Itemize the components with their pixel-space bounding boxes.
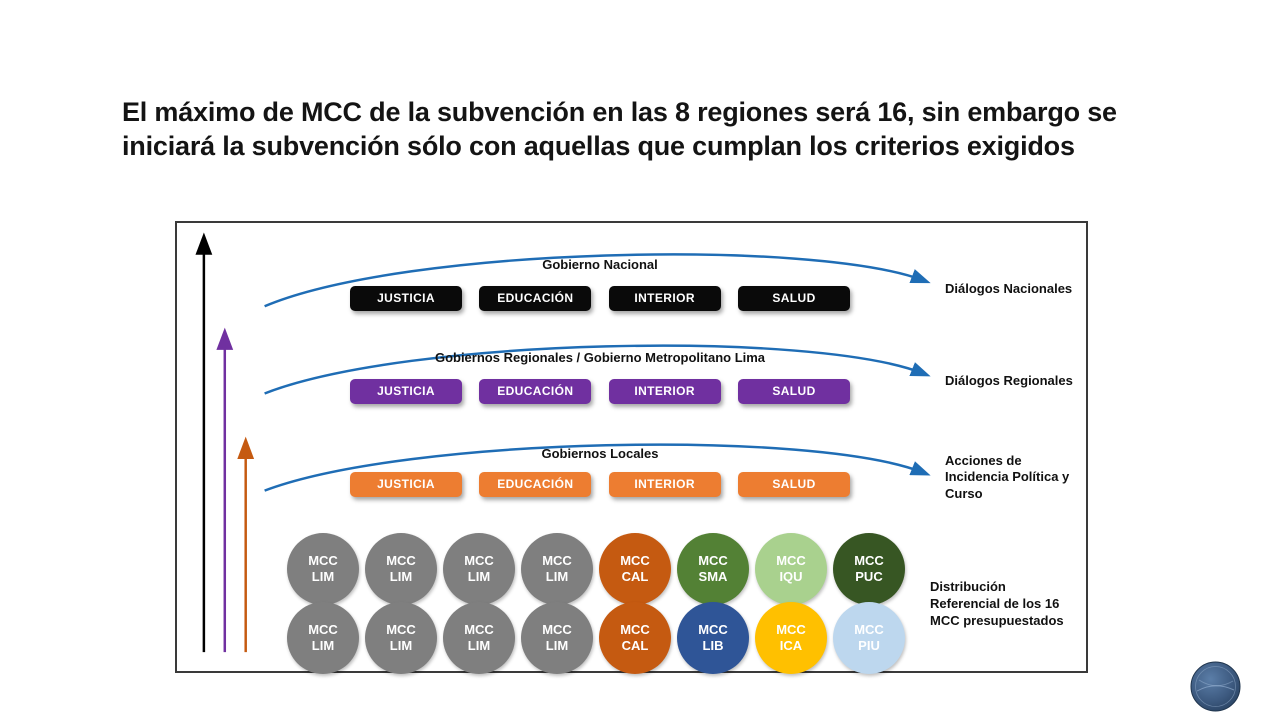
mcc-code: LIM	[389, 638, 413, 653]
mcc-label: MCC	[776, 621, 806, 637]
mcc-circle-lim-3: MCC LIM	[443, 533, 515, 605]
level-title-regional: Gobiernos Regionales / Gobierno Metropol…	[434, 350, 766, 365]
mcc-label: MCC	[542, 552, 572, 568]
mcc-code: LIM	[467, 638, 491, 653]
gov-box-educacion-regional: EDUCACIÓN	[479, 379, 592, 404]
mcc-circle-sma: MCC SMA	[677, 533, 749, 605]
mcc-label: MCC	[698, 552, 728, 568]
mcc-label: MCC	[308, 552, 338, 568]
mcc-label: MCC	[776, 552, 806, 568]
mcc-code: LIM	[545, 569, 569, 584]
mcc-label: MCC	[620, 621, 650, 637]
mcc-circle-lim-2: MCC LIM	[365, 533, 437, 605]
box-row-local: JUSTICIA EDUCACIÓN INTERIOR SALUD	[350, 472, 850, 497]
gov-box-salud-local: SALUD	[737, 472, 850, 497]
mcc-circle-lim-1: MCC LIM	[287, 533, 359, 605]
mcc-circle-lim-7: MCC LIM	[443, 602, 515, 674]
mcc-code: LIM	[389, 569, 413, 584]
diagram-panel: Gobierno Nacional JUSTICIA EDUCACIÓN INT…	[175, 221, 1088, 674]
mcc-code: LIM	[311, 569, 335, 584]
mcc-code: ICA	[779, 638, 803, 653]
box-row-regional: JUSTICIA EDUCACIÓN INTERIOR SALUD	[350, 379, 850, 404]
mcc-circle-iqu: MCC IQU	[755, 533, 827, 605]
distribution-label: Distribución Referencial de los 16 MCC p…	[930, 579, 1064, 628]
mcc-code: LIB	[702, 638, 724, 653]
mcc-code: LIM	[311, 638, 335, 653]
gov-box-educacion-local: EDUCACIÓN	[479, 472, 592, 497]
mcc-circle-lim-8: MCC LIM	[521, 602, 593, 674]
mcc-row-2: MCC LIM MCC LIM MCC LIM MCC LIM MCC CAL …	[287, 602, 905, 674]
mcc-label: MCC	[854, 552, 884, 568]
gov-box-interior-regional: INTERIOR	[608, 379, 721, 404]
mcc-code: CAL	[621, 569, 649, 584]
level-title-nacional: Gobierno Nacional	[542, 257, 658, 272]
gov-box-salud-nacional: SALUD	[737, 286, 850, 311]
box-row-nacional: JUSTICIA EDUCACIÓN INTERIOR SALUD	[350, 286, 850, 311]
gov-box-justicia-nacional: JUSTICIA	[350, 286, 462, 311]
mcc-code: CAL	[621, 638, 649, 653]
mcc-code: SMA	[698, 569, 728, 584]
side-label-dialogos-nacionales: Diálogos Nacionales	[945, 281, 1073, 296]
mcc-label: MCC	[464, 552, 494, 568]
level-title-local: Gobiernos Locales	[541, 446, 659, 461]
mcc-code: LIM	[545, 638, 569, 653]
mcc-circle-cal-2: MCC CAL	[599, 602, 671, 674]
mcc-circle-piu: MCC PIU	[833, 602, 905, 674]
mcc-circle-ica: MCC ICA	[755, 602, 827, 674]
mcc-circle-lim-5: MCC LIM	[287, 602, 359, 674]
mcc-label: MCC	[464, 621, 494, 637]
mcc-label: MCC	[854, 621, 884, 637]
side-label-dialogos-regionales: Diálogos Regionales	[945, 373, 1073, 388]
slide-title: El máximo de MCC de la subvención en las…	[122, 97, 1117, 161]
mcc-label: MCC	[698, 621, 728, 637]
gov-box-salud-regional: SALUD	[737, 379, 850, 404]
mcc-code: LIM	[467, 569, 491, 584]
globe-logo-icon	[1190, 661, 1241, 712]
mcc-code: PUC	[855, 569, 883, 584]
mcc-label: MCC	[542, 621, 572, 637]
gov-box-educacion-nacional: EDUCACIÓN	[479, 286, 592, 311]
gov-box-interior-nacional: INTERIOR	[608, 286, 721, 311]
mcc-circle-lib: MCC LIB	[677, 602, 749, 674]
gov-box-interior-local: INTERIOR	[608, 472, 721, 497]
mcc-code: IQU	[779, 569, 803, 584]
mcc-circle-cal-1: MCC CAL	[599, 533, 671, 605]
mcc-code: PIU	[858, 638, 880, 653]
mcc-row-1: MCC LIM MCC LIM MCC LIM MCC LIM MCC CAL …	[287, 533, 905, 605]
mcc-circle-puc: MCC PUC	[833, 533, 905, 605]
mcc-label: MCC	[620, 552, 650, 568]
gov-box-justicia-local: JUSTICIA	[350, 472, 462, 497]
mcc-label: MCC	[386, 621, 416, 637]
mcc-circle-lim-6: MCC LIM	[365, 602, 437, 674]
mcc-label: MCC	[386, 552, 416, 568]
mcc-circle-lim-4: MCC LIM	[521, 533, 593, 605]
side-label-acciones-incidencia: Acciones de Incidencia Política y Curso	[945, 453, 1070, 501]
gov-box-justicia-regional: JUSTICIA	[350, 379, 462, 404]
mcc-label: MCC	[308, 621, 338, 637]
